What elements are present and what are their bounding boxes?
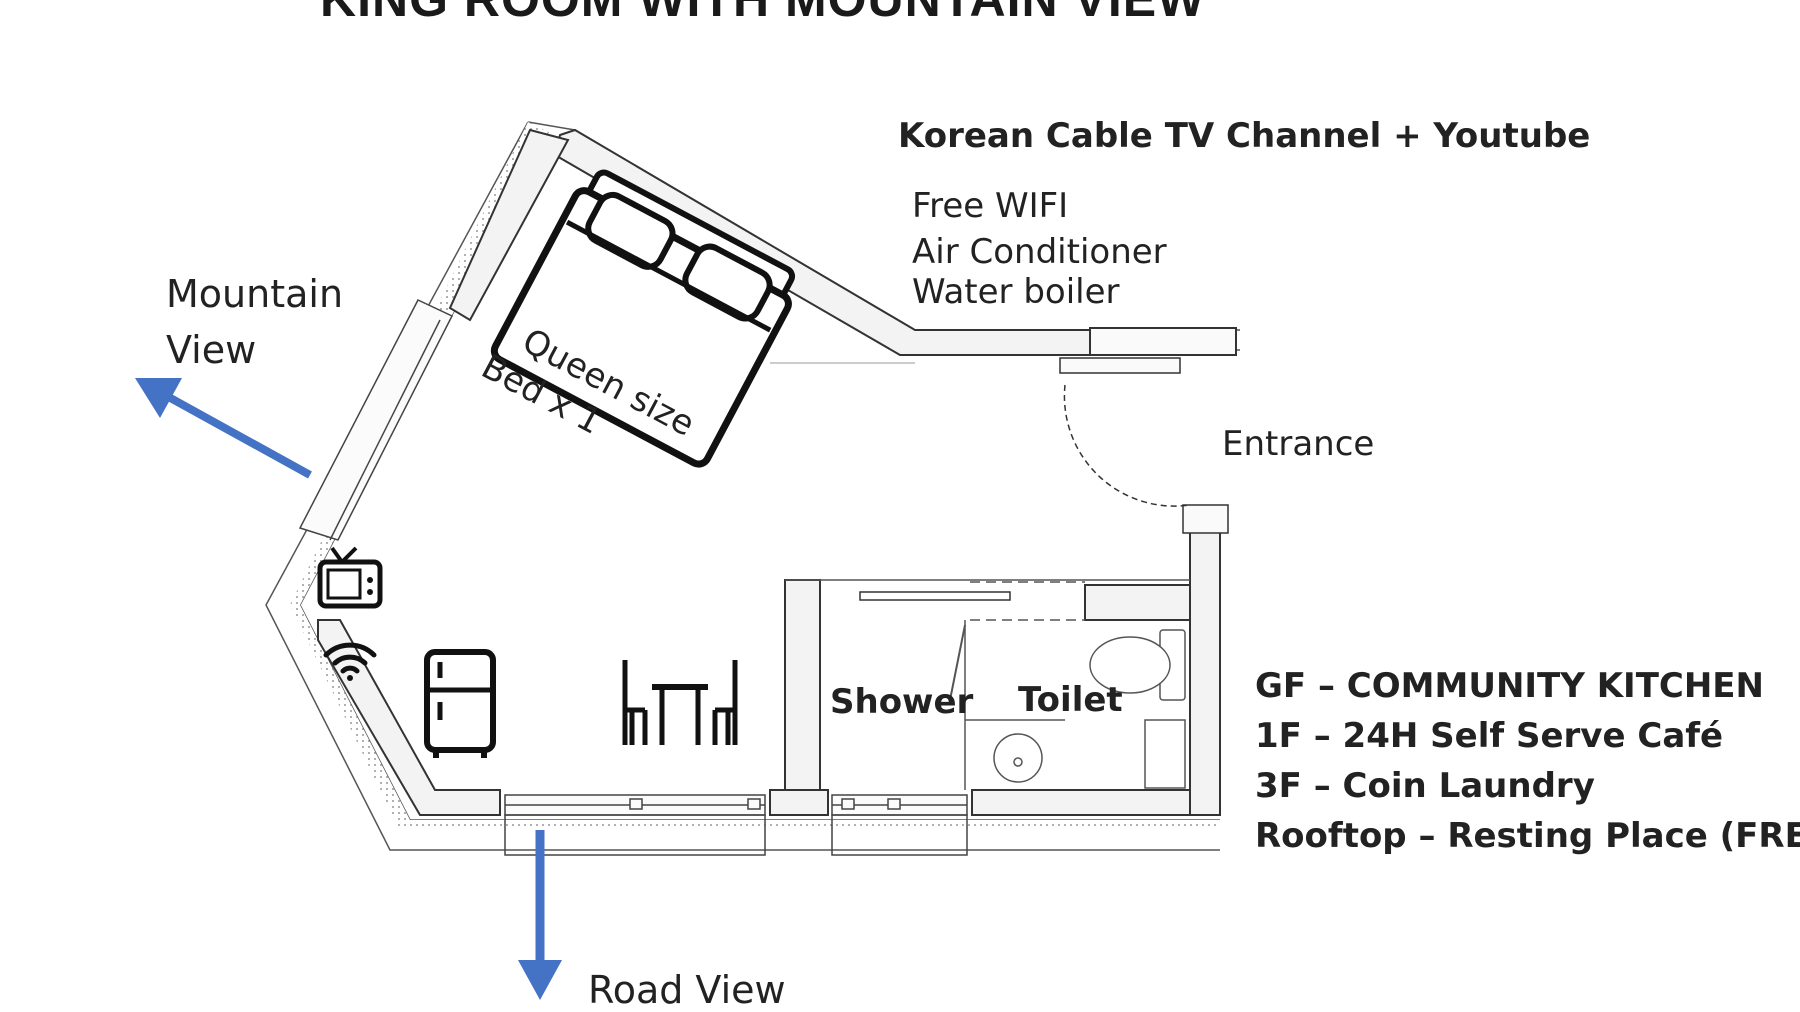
floor-gf: GF – COMMUNITY KITCHEN (1255, 666, 1764, 706)
east-wall-jamb (1182, 504, 1229, 534)
south-window-right-frame (831, 814, 968, 856)
north-wall-end-cap (1059, 357, 1181, 374)
cable-tv-note: Korean Cable TV Channel + Youtube (898, 116, 1591, 156)
south-window-left-frame (504, 814, 766, 856)
toilet-label: Toilet (1018, 680, 1123, 720)
south-windows (504, 794, 968, 856)
south-window-right-sash-b (887, 798, 901, 810)
floor-rooftop: Rooftop – Resting Place (FREE) (1255, 816, 1800, 856)
entrance-door-swing (1063, 384, 1191, 507)
mountain-view-label-line-1: Mountain (166, 272, 344, 316)
east-wall-lower (1189, 529, 1221, 816)
wifi-icon (323, 642, 377, 681)
page-title: KING ROOM WITH MOUNTAIN VIEW (320, 0, 1205, 28)
south-pier (769, 789, 829, 816)
floor-1f: 1F – 24H Self Serve Café (1255, 716, 1724, 756)
sw-wall-solid (317, 619, 501, 816)
bathroom-north-wall (1084, 584, 1191, 621)
bed-pillow-right (682, 243, 773, 322)
shower-screen (949, 624, 966, 701)
dining-table-icon (622, 660, 738, 745)
south-window-right-sash-a (841, 798, 855, 810)
bathroom-lines (785, 579, 1190, 790)
west-window-mullion (329, 319, 441, 541)
amenity-wifi: Free WIFI (912, 186, 1069, 226)
toilet-cabinet (1144, 719, 1186, 789)
west-window (298, 299, 454, 541)
arrow-down-icon (518, 830, 562, 1000)
bed-blanket-edge (565, 219, 772, 333)
toilet-fixture (1089, 629, 1186, 701)
road-view-label: Road View (588, 968, 786, 1012)
south-window-left-sash-a (629, 798, 643, 810)
entrance-label: Entrance (1222, 424, 1375, 464)
south-wall-east (971, 789, 1221, 816)
south-window-left-sash-b (747, 798, 761, 810)
bed-icon (490, 169, 796, 468)
floor-3f: 3F – Coin Laundry (1255, 766, 1595, 806)
toilet-bowl (1089, 636, 1171, 694)
sink-drain (1013, 757, 1023, 767)
bathroom-walls (784, 579, 1191, 791)
north-wall-end (1089, 327, 1237, 356)
amenity-water-boiler: Water boiler (912, 272, 1120, 312)
arrow-up-left-icon (135, 378, 312, 479)
sliding-door-rail (859, 591, 1011, 601)
bathroom-west-wall (784, 579, 821, 791)
west-window-frame (298, 299, 454, 541)
nw-wall-solid (448, 128, 570, 322)
sink-fixture (993, 733, 1043, 783)
shower-label: Shower (830, 682, 974, 722)
tv-icon (317, 546, 383, 609)
bed-pillow-left (585, 191, 676, 270)
fridge-icon (424, 649, 496, 758)
mountain-view-label-line-2: View (166, 328, 257, 372)
amenity-air-conditioner: Air Conditioner (912, 232, 1167, 272)
